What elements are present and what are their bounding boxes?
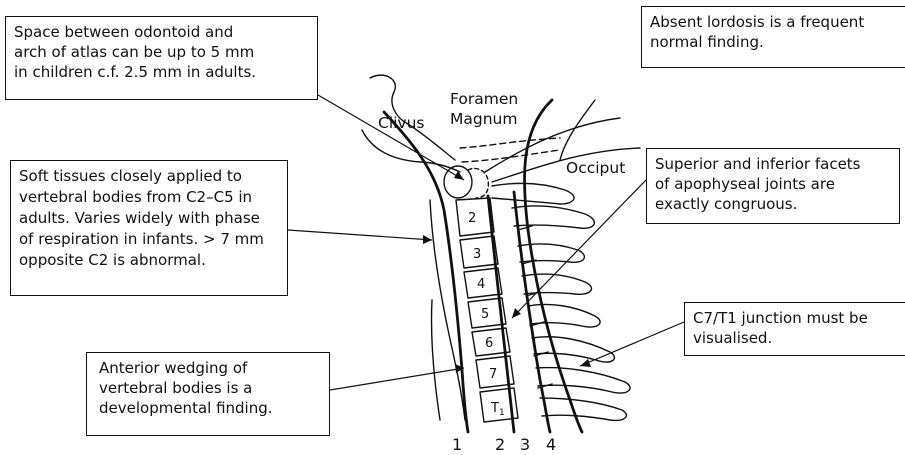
annotation-soft-tissues: Soft tissues closely applied to vertebra… <box>10 160 288 296</box>
line-number-2: 2 <box>495 435 505 454</box>
line-2-posterior-vertebral <box>488 196 514 432</box>
vertebra-label-t1-subscript: 1 <box>499 408 505 418</box>
vertebra-label-c5: 5 <box>481 307 489 322</box>
pointer-soft-tissue <box>288 230 432 240</box>
label-foramen: Foramen <box>450 90 518 108</box>
vertebra-label-c4: 4 <box>477 277 485 292</box>
spinous-process-c6 <box>532 337 614 362</box>
vertebra-label-c6: 6 <box>485 336 493 351</box>
annotation-c7-t1: C7/T1 junction must be visualised. <box>684 302 905 356</box>
annotation-facets: Superior and inferior facets of apophyse… <box>646 148 900 224</box>
pointer-c7-t1 <box>580 322 684 366</box>
annotation-absent-lordosis: Absent lordosis is a frequent normal fin… <box>641 6 905 68</box>
label-magnum: Magnum <box>450 110 517 128</box>
annotation-odontoid-space: Space between odontoid and arch of atlas… <box>5 16 318 100</box>
spinous-process-c7 <box>536 368 630 393</box>
arrowhead-odontoid <box>454 171 464 180</box>
atlas-posterior-arch <box>492 183 574 204</box>
foramen-magnum-dashed-line <box>460 138 560 148</box>
label-occiput: Occiput <box>566 159 625 177</box>
arrowhead-soft-tissue <box>423 235 432 244</box>
vertebra-label-t1: T1 <box>490 401 505 418</box>
anterior-neck-outline <box>431 300 440 420</box>
vertebra-label-c7: 7 <box>489 367 497 382</box>
annotation-anterior-wedging: Anterior wedging of vertebral bodies is … <box>86 352 330 436</box>
clivus-outline <box>362 130 460 172</box>
label-clivus: Clivus <box>378 114 425 132</box>
odontoid-process <box>468 168 488 198</box>
pointer-odontoid <box>318 95 464 180</box>
vertebra-label-t1-main: T <box>490 401 499 416</box>
arrowhead-c7-t1 <box>580 359 591 367</box>
pointer-anterior-wedging <box>330 368 464 390</box>
line-number-3: 3 <box>520 435 530 454</box>
spinous-process-c4 <box>522 274 592 294</box>
spinous-process-t1 <box>540 398 626 420</box>
vertebra-label-c2: 2 <box>468 211 476 226</box>
vertebra-label-c3: 3 <box>473 247 481 262</box>
line-4-spinous-tips <box>524 100 582 432</box>
posterior-arch-outline <box>560 100 595 160</box>
line-number-1: 1 <box>452 435 462 454</box>
line-number-4: 4 <box>546 435 556 454</box>
spinous-process-c2 <box>512 206 594 228</box>
